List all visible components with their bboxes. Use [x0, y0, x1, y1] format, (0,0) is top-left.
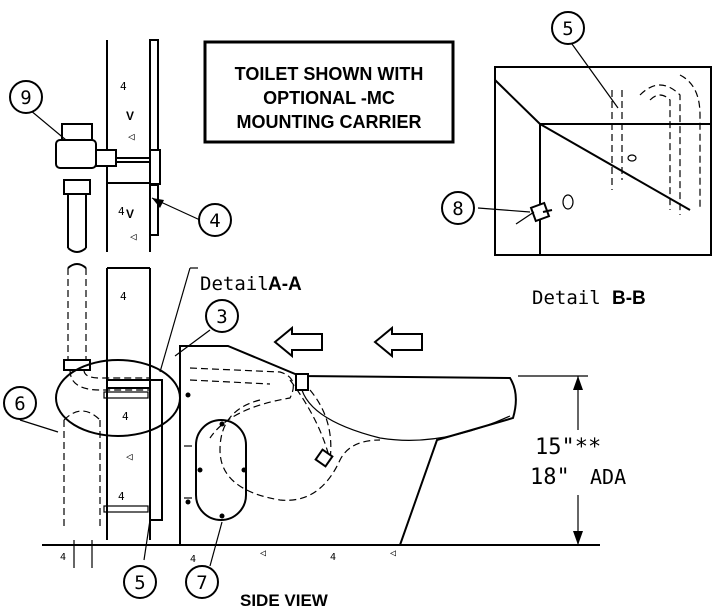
- svg-text:◁: ◁: [126, 450, 133, 463]
- callout-5-bottom: 5: [123, 565, 157, 599]
- callout-8-number: 8: [452, 198, 463, 220]
- flush-valve-assembly: [55, 123, 161, 528]
- svg-text:V: V: [126, 207, 134, 221]
- svg-text:4: 4: [190, 554, 196, 565]
- callout-7-number: 7: [196, 572, 207, 594]
- callout-7: 7: [185, 565, 219, 599]
- side-view-label: SIDE VIEW: [240, 591, 329, 610]
- detail-bb-prefix: Detail: [532, 287, 601, 309]
- title-line-3: MOUNTING CARRIER: [237, 112, 422, 132]
- svg-text:4: 4: [60, 552, 66, 563]
- callout-9-number: 9: [20, 87, 31, 109]
- callout-leaders: [19, 43, 619, 567]
- detail-aa-id: A-A: [268, 274, 302, 295]
- callout-5-detail: 5: [551, 11, 585, 45]
- callout-8: 8: [441, 191, 475, 225]
- svg-text:4: 4: [118, 205, 125, 218]
- height-ada-unit: ADA: [590, 465, 626, 489]
- wall-lower: 4 4 ◁ 4: [106, 267, 163, 540]
- svg-text:4: 4: [330, 552, 336, 563]
- title-line-1: TOILET SHOWN WITH: [235, 64, 424, 84]
- svg-text:V: V: [126, 109, 134, 123]
- height-dimension: [430, 375, 588, 546]
- detail-aa-leader: [159, 267, 191, 373]
- svg-text:◁: ◁: [128, 130, 135, 143]
- title-line-2: OPTIONAL -MC: [263, 88, 395, 108]
- svg-text:◁: ◁: [390, 548, 396, 559]
- detail-bb-id: B-B: [612, 288, 646, 309]
- callout-5-bottom-number: 5: [134, 572, 145, 594]
- flow-arrows: [273, 325, 423, 359]
- detail-aa-circle: [55, 359, 181, 437]
- svg-text:4: 4: [122, 410, 129, 423]
- svg-text:◁: ◁: [130, 230, 137, 243]
- callout-3-number: 3: [216, 306, 227, 328]
- callout-3: 3: [205, 299, 239, 333]
- title-box: [203, 40, 455, 144]
- height-standard-label: 15"**: [535, 435, 601, 460]
- callout-4: 4: [198, 203, 232, 237]
- toilet-body: [179, 345, 517, 546]
- svg-text:4: 4: [120, 290, 127, 303]
- svg-text:4: 4: [120, 80, 127, 93]
- detail-aa-prefix: Detail: [200, 273, 269, 295]
- height-ada-value: 18": [530, 465, 570, 490]
- callout-5-detail-number: 5: [562, 18, 573, 40]
- detail-bb-view: [494, 66, 712, 256]
- wall-upper: 4 ◁ 4 ◁ V V: [106, 39, 159, 252]
- svg-text:◁: ◁: [260, 548, 266, 559]
- callout-4-number: 4: [209, 210, 220, 232]
- svg-text:4: 4: [118, 490, 125, 503]
- callout-6: 6: [3, 386, 37, 420]
- callout-9: 9: [9, 80, 43, 114]
- callout-6-number: 6: [14, 393, 25, 415]
